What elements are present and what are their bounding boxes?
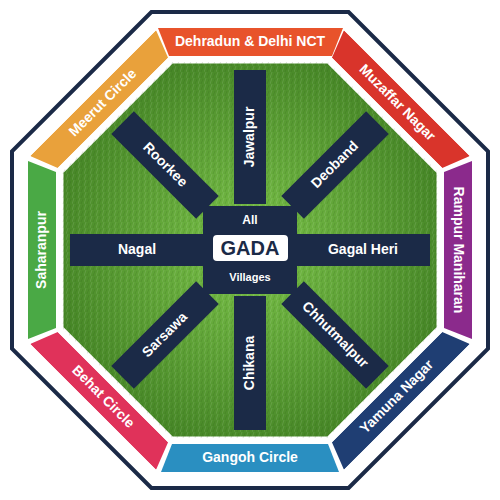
grass-field (62, 62, 438, 438)
node-text: GADA (221, 237, 280, 259)
node-text: Chhutmalpur (299, 299, 371, 371)
village-spoke: Chikana (234, 296, 266, 430)
grass-texture (62, 62, 438, 438)
node-text: Roorkee (140, 140, 191, 191)
hub-label: Villages (229, 271, 270, 283)
region-band: Saharanpur (28, 161, 56, 339)
node-text: Jawalpur (242, 107, 257, 168)
village-spoke: Nagal (70, 234, 204, 266)
region-band: Rampur Maniharan (444, 161, 472, 339)
band-fill (28, 161, 56, 339)
region-band: Dehradun & Delhi NCT (158, 28, 343, 56)
hub-label: All (242, 214, 257, 227)
node-text: Chikana (242, 336, 257, 390)
node-text: Rampur Maniharan (450, 187, 465, 314)
village-spoke: Jawalpur (234, 70, 266, 204)
band-fill (158, 28, 343, 56)
node-text: Saharanpur (34, 211, 49, 289)
node-text: Sarsawa (140, 309, 191, 360)
village-spoke: Deoband (281, 111, 388, 218)
node-text: Nagal (118, 242, 156, 257)
band-fill (161, 444, 339, 472)
center-box: GADA (211, 233, 290, 263)
node-text: Gangoh Circle (202, 450, 298, 465)
village-spoke: Sarsawa (111, 281, 218, 388)
outer-octagon (12, 12, 488, 488)
village-spoke: Gagal Heri (296, 234, 430, 266)
village-spoke: Chhutmalpur (281, 281, 388, 388)
band-fill (444, 161, 472, 339)
hub (203, 206, 297, 294)
node-text: Gagal Heri (328, 242, 398, 257)
node-text: Dehradun & Delhi NCT (175, 34, 325, 49)
village-spoke: Roorkee (111, 111, 218, 218)
node-text: Deoband (308, 139, 361, 192)
region-band: Gangoh Circle (161, 444, 339, 472)
